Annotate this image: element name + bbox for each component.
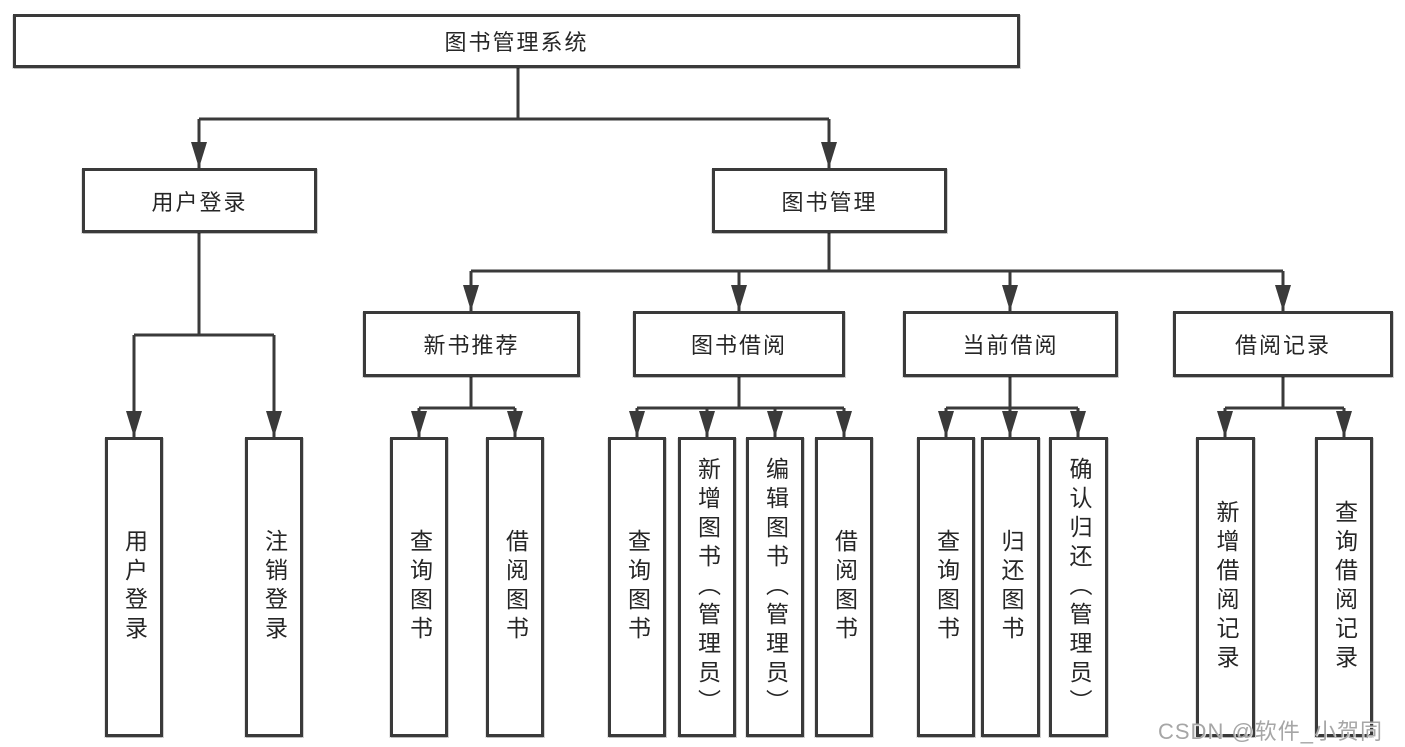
- node-book-management: 图书管理: [712, 168, 947, 233]
- leaf-borrow-borrow-books: 借阅图书: [815, 437, 873, 737]
- connector-mgmt-to-level3: [463, 233, 1291, 311]
- leaf-current-query-books: 查询图书: [917, 437, 975, 737]
- node-root-system: 图书管理系统: [13, 14, 1020, 68]
- connector-login-to-leaves: [126, 233, 282, 437]
- node-current-borrow: 当前借阅: [903, 311, 1118, 377]
- node-borrow-records: 借阅记录: [1173, 311, 1393, 377]
- leaf-borrow-edit-books-admin: 编辑图书（管理员）: [746, 437, 804, 737]
- connector-root-to-level2: [191, 68, 837, 168]
- leaf-records-add-record: 新增借阅记录: [1196, 437, 1255, 737]
- leaf-current-confirm-return-admin: 确认归还（管理员）: [1049, 437, 1108, 737]
- connector-current-to-leaves: [938, 377, 1086, 437]
- connector-recommend-to-leaves: [411, 377, 523, 437]
- leaf-current-return-books: 归还图书: [981, 437, 1040, 737]
- csdn-watermark: CSDN @软件_小贺同学: [1158, 719, 1384, 744]
- node-new-book-recommend: 新书推荐: [363, 311, 580, 377]
- leaf-borrow-query-books: 查询图书: [608, 437, 666, 737]
- leaf-records-query-record: 查询借阅记录: [1315, 437, 1373, 737]
- node-book-borrow: 图书借阅: [633, 311, 845, 377]
- leaf-recommend-query-books: 查询图书: [390, 437, 448, 737]
- leaf-logout: 注销登录: [245, 437, 303, 737]
- leaf-borrow-add-books-admin: 新增图书（管理员）: [678, 437, 736, 737]
- connector-records-to-leaves: [1217, 377, 1352, 437]
- leaf-recommend-borrow-books: 借阅图书: [486, 437, 544, 737]
- leaf-user-login: 用户登录: [105, 437, 163, 737]
- node-user-login: 用户登录: [82, 168, 317, 233]
- connector-borrow-to-leaves: [629, 377, 852, 437]
